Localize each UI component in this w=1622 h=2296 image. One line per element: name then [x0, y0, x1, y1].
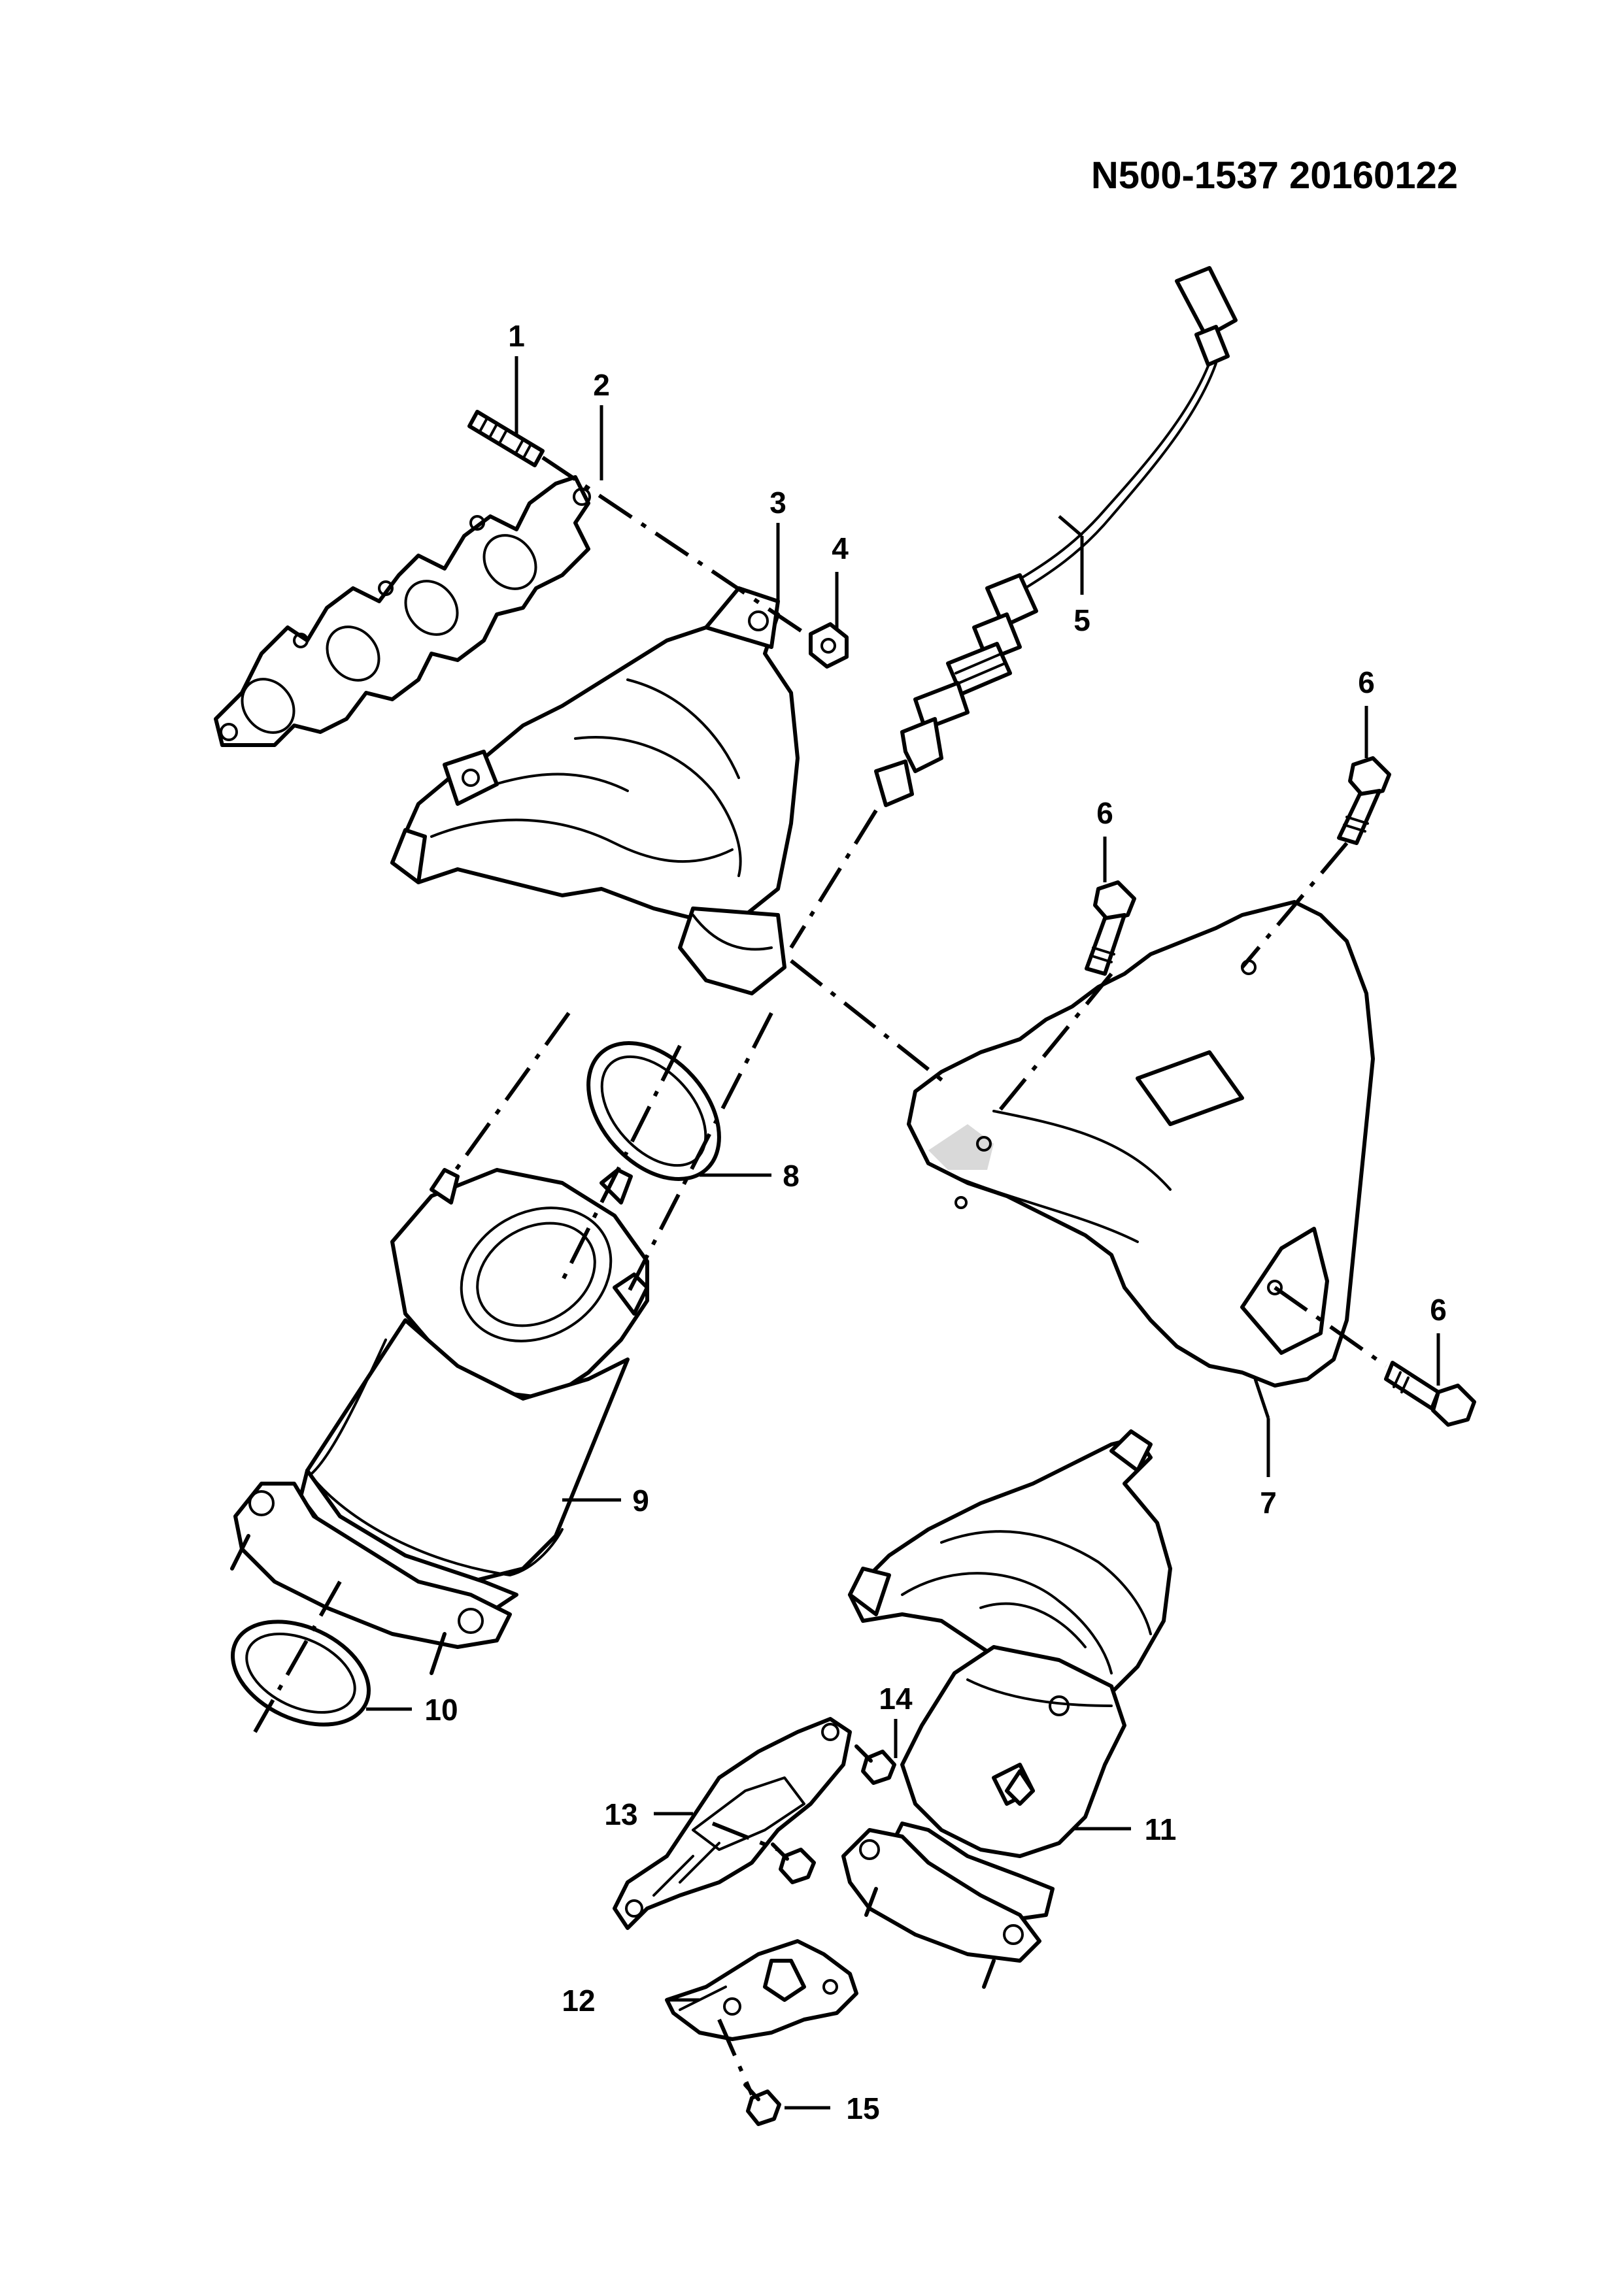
callout-4: 4 [832, 531, 849, 565]
document-code: N500-1537 20160122 [1091, 154, 1458, 197]
part-6-bolt-lower-right [1384, 1361, 1476, 1427]
callout-3: 3 [769, 486, 786, 520]
part-4-nut [809, 622, 849, 669]
bracket-bolt [771, 1842, 816, 1884]
part-6-bolt-upper-right [1337, 756, 1391, 845]
callout-14: 14 [879, 1682, 913, 1716]
part-7-heat-shield [907, 900, 1375, 1388]
part-12-lower-bracket [665, 1939, 858, 2041]
part-9-catalytic-converter [230, 1168, 649, 1675]
part-1-stud [467, 410, 545, 467]
callout-10: 10 [424, 1693, 458, 1727]
callout-6-middle: 6 [1096, 796, 1113, 830]
callout-leaders [366, 356, 1440, 2110]
part-5-oxygen-sensor [874, 266, 1238, 807]
callout-6-upper: 6 [1358, 665, 1375, 699]
callout-7: 7 [1260, 1486, 1277, 1520]
callout-9: 9 [632, 1484, 649, 1518]
callout-1: 1 [508, 319, 525, 353]
callout-2: 2 [593, 368, 610, 402]
callout-labels: 1 2 3 4 5 6 6 6 7 8 9 10 11 12 13 14 15 [424, 319, 1446, 2125]
part-2-manifold-gasket [214, 475, 591, 747]
callout-11: 11 [1145, 1812, 1177, 1846]
part-10-gasket-ring [231, 1620, 371, 1727]
callout-15: 15 [846, 2091, 879, 2125]
callout-13: 13 [604, 1797, 637, 1831]
callout-12: 12 [562, 1984, 595, 2018]
callout-6-lower: 6 [1430, 1293, 1447, 1327]
part-3-exhaust-manifold [390, 586, 800, 995]
part-8-gasket-ring [586, 1040, 721, 1182]
part-13-upper-bracket [613, 1717, 852, 1930]
assembly-centerlines [253, 456, 1387, 2096]
callout-8: 8 [783, 1159, 800, 1193]
callout-5: 5 [1073, 603, 1090, 637]
part-14-bolt [854, 1744, 896, 1785]
part-11-manifold-converter-assembly [841, 1429, 1172, 1989]
part-6-bolt-middle [1085, 880, 1136, 976]
